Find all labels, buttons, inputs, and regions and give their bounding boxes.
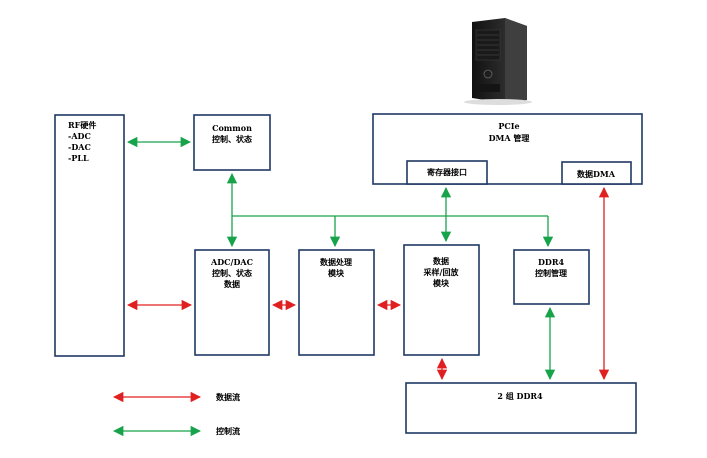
rf-label-3: -PLL: [68, 153, 89, 163]
rf-label-0: RF硬件: [68, 120, 96, 130]
processing-label-0: 数据处理: [320, 257, 352, 267]
adc-dac-label-0: ADC/DAC: [210, 257, 253, 267]
common-block: [193, 114, 271, 171]
common-label-0: Common: [212, 123, 252, 133]
adc-dac-label-2: 数据: [224, 279, 240, 289]
ddr4-controller-block: [513, 249, 590, 305]
rf-label-1: -ADC: [68, 131, 91, 141]
capture-label-0: 数据: [433, 256, 449, 266]
legend-data-flow-label: 数据流: [216, 392, 240, 402]
capture-playback-block: [403, 244, 480, 356]
capture-label-1: 采样/回放: [423, 267, 460, 277]
ddr4-controller-label-1: 控制管理: [535, 268, 567, 278]
adc-dac-block: [194, 249, 270, 356]
rf-hardware-block: [54, 114, 125, 357]
register-interface-block: [406, 160, 488, 185]
register-interface-label: 寄存器接口: [427, 167, 467, 177]
pcie-label-1: DMA 管理: [489, 133, 530, 143]
data-dma-label: 数据DMA: [577, 169, 616, 179]
common-label-1: 控制、状态: [212, 134, 252, 144]
pcie-label-0: PCIe: [498, 121, 519, 131]
ddr4-memory-block: [405, 382, 637, 434]
ddr4-memory-label: 2 组 DDR4: [497, 391, 543, 401]
data-processing-block: [298, 249, 375, 356]
tower-server-icon: [464, 18, 532, 105]
rf-label-2: -DAC: [68, 142, 91, 152]
adc-dac-label-1: 控制、状态: [212, 268, 252, 278]
data-dma-block: [561, 161, 632, 185]
ddr4-controller-label-0: DDR4: [538, 257, 565, 267]
processing-label-1: 模块: [328, 268, 345, 278]
capture-label-2: 模块: [433, 278, 450, 288]
legend-control-flow-label: 控制流: [216, 426, 240, 436]
